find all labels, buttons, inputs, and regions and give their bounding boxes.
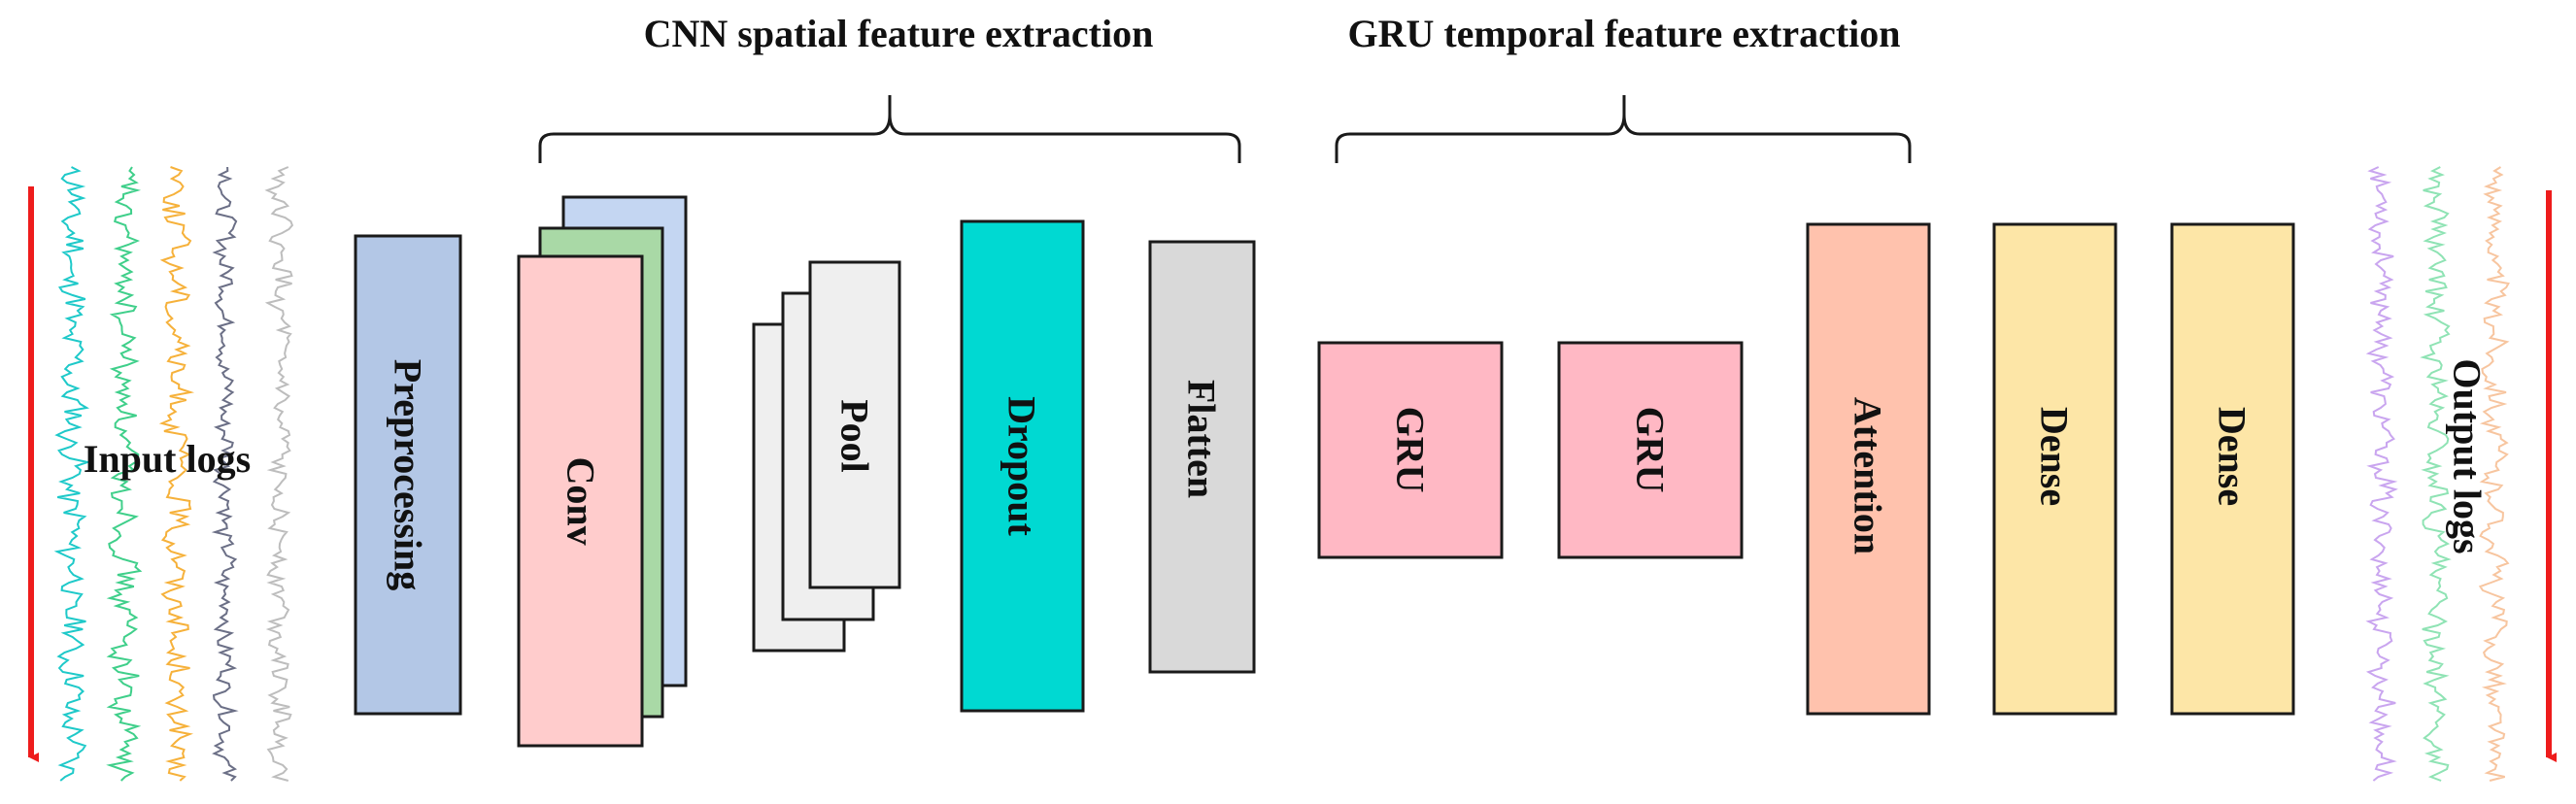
- conv-layer-front: [517, 254, 644, 748]
- input-trace-2: [106, 166, 143, 782]
- attention-block: [1806, 222, 1931, 716]
- conv-label: Conv: [559, 456, 603, 545]
- output-trace-3: [2478, 166, 2510, 782]
- gru-block-2: [1557, 341, 1744, 559]
- dropout-block: [960, 219, 1085, 713]
- gru-label-1: GRU: [1389, 407, 1433, 493]
- dense-block-2: [2170, 222, 2295, 716]
- output-trace-2: [2420, 166, 2452, 782]
- dense-block-1: [1992, 222, 2118, 716]
- dense-label-2: Dense: [2211, 407, 2254, 506]
- output-trace-1: [2365, 166, 2398, 782]
- input-trace-1: [53, 166, 91, 782]
- flatten-block: [1148, 240, 1256, 674]
- preprocessing-label: Preprocessing: [387, 359, 430, 591]
- dropout-label: Dropout: [1000, 396, 1044, 536]
- flatten-label: Flatten: [1180, 380, 1224, 498]
- gru-block-1: [1317, 341, 1504, 559]
- input-logs-label: Input logs: [84, 437, 251, 481]
- gru-section-title: GRU temporal feature extraction: [1347, 12, 1900, 55]
- pool-layer-front: [808, 260, 901, 589]
- output-signal-traces: [2365, 166, 2510, 782]
- output-logs-label: Output logs: [2446, 358, 2490, 553]
- gru-brace: [1335, 95, 1912, 163]
- gru-label-2: GRU: [1629, 407, 1673, 493]
- dense-label-1: Dense: [2033, 407, 2077, 506]
- input-trace-3: [158, 166, 195, 782]
- input-trace-4: [211, 166, 239, 782]
- cnn-brace: [538, 95, 1241, 163]
- cnn-section-title: CNN spatial feature extraction: [644, 12, 1154, 55]
- preprocessing-block: [354, 234, 462, 716]
- input-trace-5: [264, 166, 294, 782]
- pool-label: Pool: [833, 399, 877, 473]
- attention-label: Attention: [1847, 397, 1890, 554]
- input-signal-traces: [53, 166, 294, 782]
